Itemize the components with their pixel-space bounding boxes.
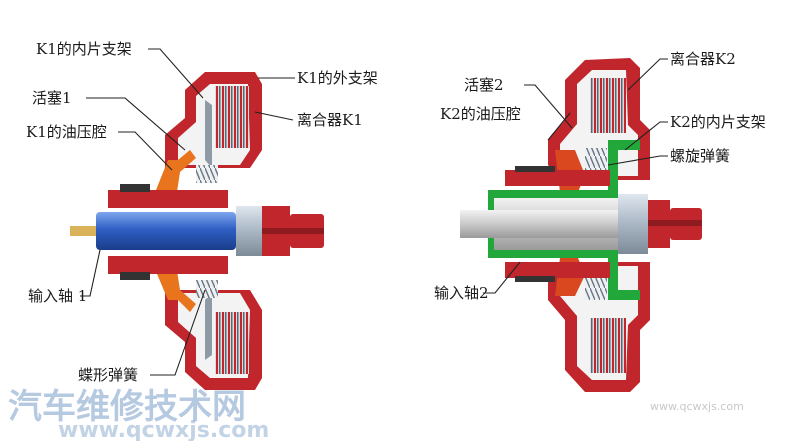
input-shaft1-tip [70, 226, 98, 236]
right-clutch-k2 [460, 58, 702, 392]
k2-inner-carrier-lower [608, 255, 640, 300]
coil-spring-lower [585, 278, 607, 300]
k2-clutch-pack-upper [590, 78, 626, 133]
coil-spring-upper [585, 148, 607, 170]
label-disc-spring: 蝶形弹簧 [78, 366, 138, 384]
k2-clutch-pack-lower [590, 318, 626, 373]
label-k1-inner-carrier: K1的内片支架 [36, 40, 132, 58]
watermark-title: 汽车维修技术网 [8, 387, 246, 427]
leader-lines [80, 48, 668, 376]
label-k2-oil-chamber: K2的油压腔 [440, 105, 521, 123]
watermark-url: www.qcwxjs.com [58, 418, 269, 441]
watermark: 汽车维修技术网 www.qcwxjs.com www.qcwxjs.com [8, 387, 744, 441]
k2-inner-carrier-upper [608, 140, 640, 195]
label-piston2: 活塞2 [464, 76, 504, 94]
label-k2-inner-carrier: K2的内片支架 [670, 113, 766, 131]
left-clutch-k1 [70, 72, 324, 390]
label-piston1: 活塞1 [32, 89, 72, 107]
label-input-shaft2: 输入轴2 [434, 284, 489, 302]
watermark-faint-right: www.qcwxjs.com [650, 400, 744, 413]
label-k1-outer-carrier: K1的外支架 [297, 69, 378, 87]
k1-clutch-pack-lower [215, 312, 249, 374]
input-shaft1 [96, 212, 236, 250]
label-clutch-k2: 离合器K2 [670, 50, 736, 68]
k1-clutch-pack-upper [215, 86, 249, 148]
label-k1-oil-chamber: K1的油压腔 [26, 123, 107, 141]
disc-spring-upper [196, 165, 218, 183]
labels: K1的内片支架 活塞1 K1的油压腔 K1的外支架 离合器K1 输入轴 1 蝶形… [26, 40, 766, 384]
label-input-shaft1: 输入轴 1 [28, 287, 87, 305]
label-clutch-k1: 离合器K1 [297, 111, 363, 129]
disc-spring-lower [196, 280, 218, 298]
label-coil-spring: 螺旋弹簧 [670, 147, 730, 165]
